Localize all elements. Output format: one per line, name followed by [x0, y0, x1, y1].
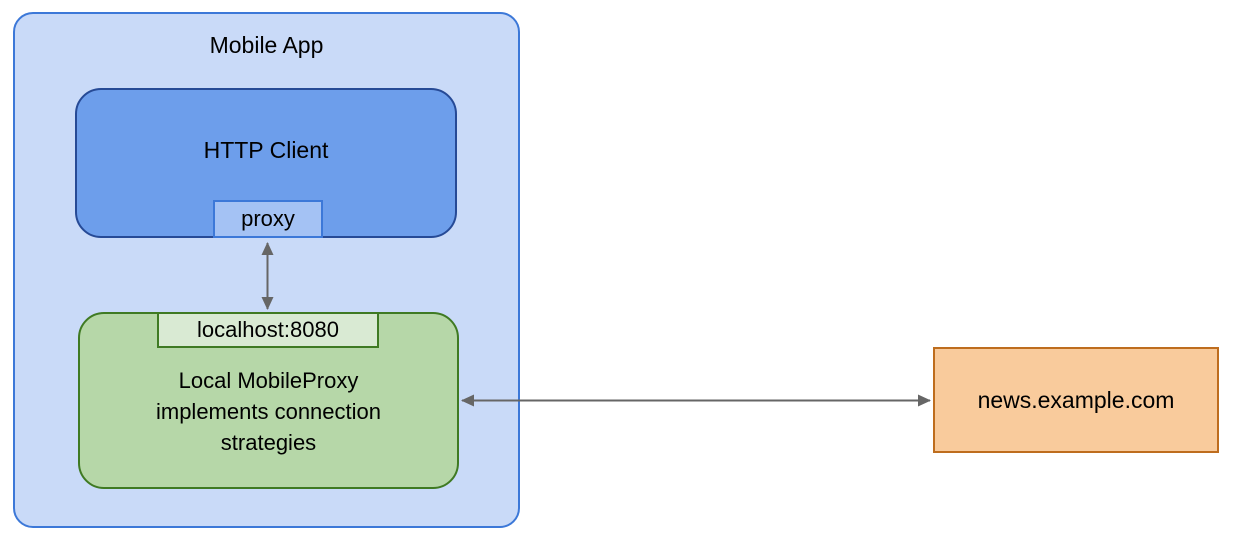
localhost-port-node: localhost:8080	[157, 312, 379, 348]
proxy-port-node: proxy	[213, 200, 323, 238]
localhost-port-label: localhost:8080	[197, 317, 339, 342]
mobile-proxy-label: Local MobileProxy implements connection …	[155, 368, 381, 455]
server-node: news.example.com	[933, 347, 1219, 453]
http-client-label: HTTP Client	[203, 136, 329, 163]
mobile-app-label: Mobile App	[209, 32, 324, 58]
server-label: news.example.com	[977, 386, 1175, 413]
mobile-app-container: Mobile App HTTP Client proxy Local Mobil…	[13, 12, 520, 528]
proxy-port-label: proxy	[241, 206, 295, 231]
